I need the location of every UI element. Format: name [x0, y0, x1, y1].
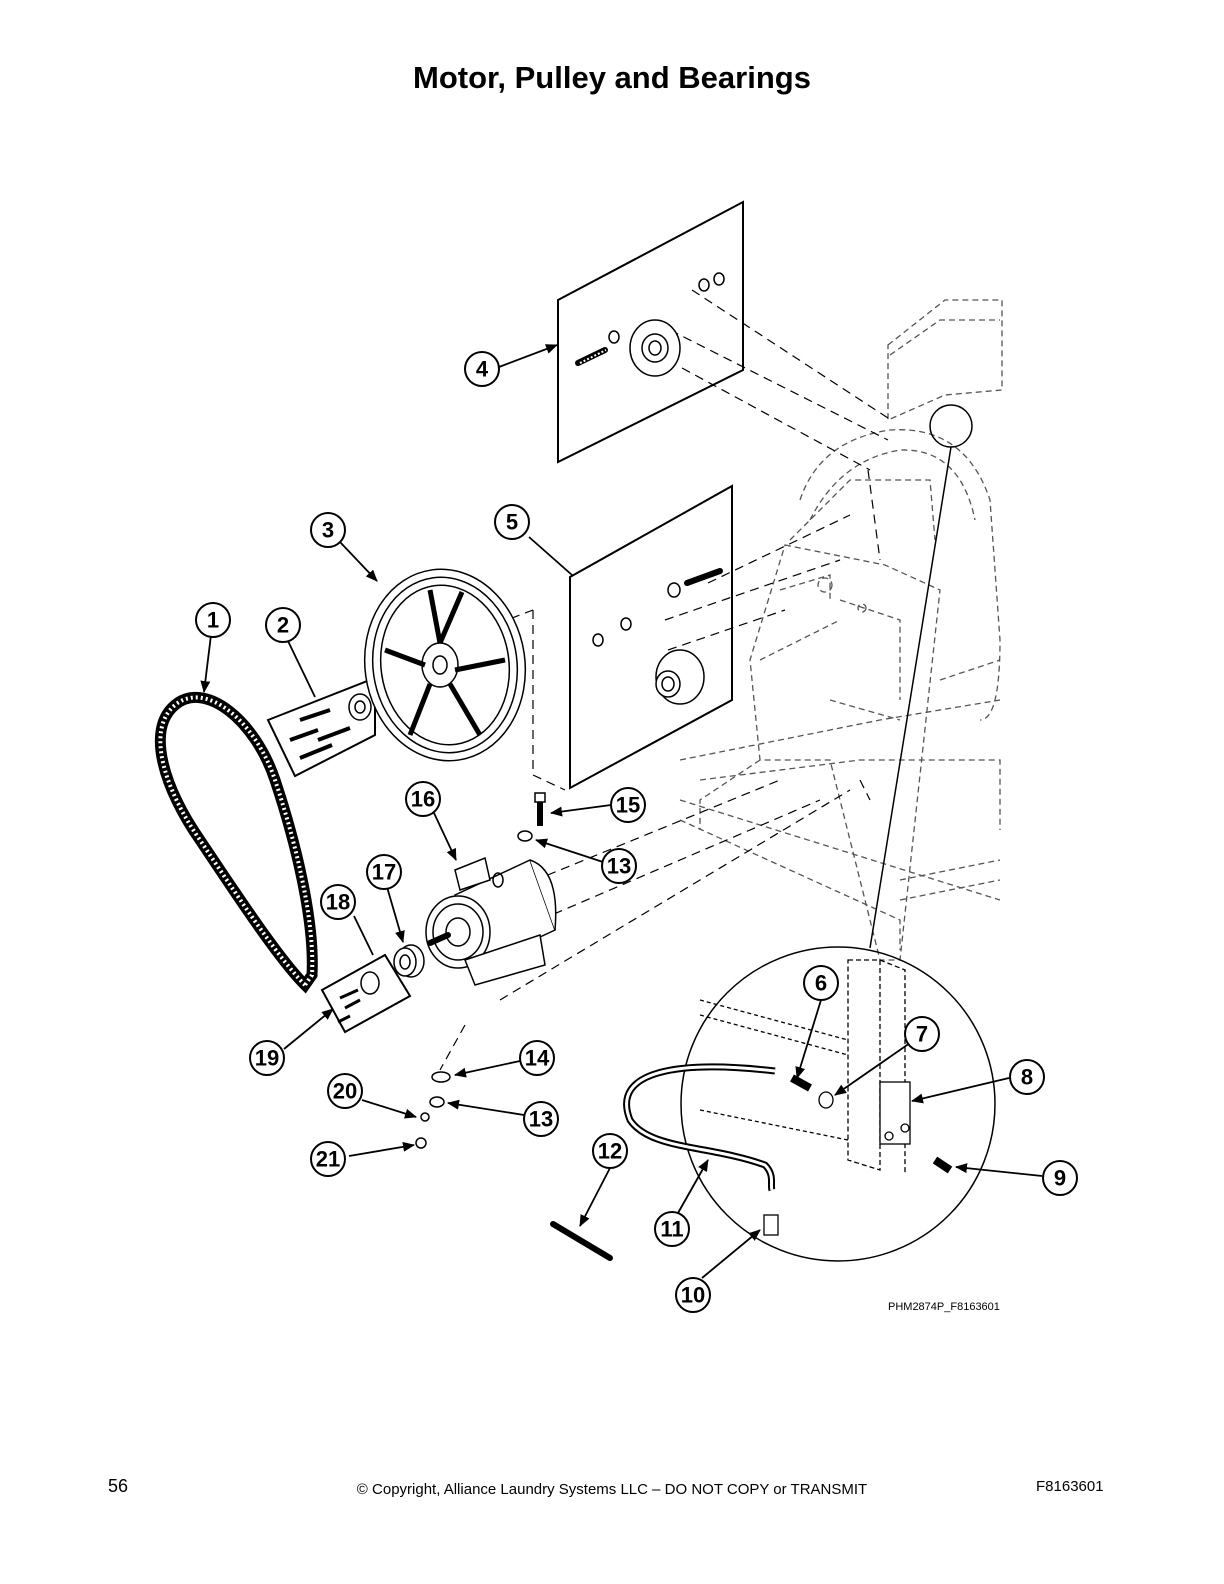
document-code: F8163601 [1036, 1478, 1104, 1495]
callout-5: 5 [494, 504, 530, 540]
copyright-notice: © Copyright, Alliance Laundry Systems LL… [356, 1481, 868, 1498]
svg-text:16: 16 [411, 787, 435, 812]
svg-text:18: 18 [326, 890, 350, 915]
svg-text:1: 1 [207, 608, 219, 633]
callout-12: 12 [592, 1133, 628, 1169]
taper-bushing [289, 693, 372, 760]
inset-box-18 [320, 953, 412, 1034]
svg-text:11: 11 [660, 1217, 683, 1242]
svg-text:21: 21 [316, 1147, 340, 1172]
callout-17: 17 [366, 854, 402, 890]
callout-7: 7 [904, 1016, 940, 1052]
svg-text:3: 3 [322, 518, 334, 543]
bearing-assembly-lower [592, 568, 723, 705]
svg-text:8: 8 [1021, 1065, 1033, 1090]
bearing-assembly-upper [575, 272, 725, 377]
callout-8: 8 [1009, 1059, 1045, 1095]
inset-box-5 [569, 484, 733, 790]
cable-tie [550, 1221, 613, 1261]
inset-box-2 [266, 676, 376, 778]
svg-text:13: 13 [529, 1107, 553, 1132]
inset-box-4 [557, 200, 744, 464]
svg-text:7: 7 [916, 1022, 928, 1047]
machine-frame [679, 299, 1003, 961]
svg-text:17: 17 [372, 860, 396, 885]
svg-text:20: 20 [333, 1079, 357, 1104]
motor-pulley [393, 944, 425, 978]
callout-3: 3 [310, 512, 346, 548]
callout-6: 6 [803, 965, 839, 1001]
callout-21: 21 [310, 1141, 346, 1177]
detail-highlight-circle [929, 404, 973, 448]
callout-19: 19 [249, 1040, 285, 1076]
svg-text:14: 14 [525, 1046, 550, 1071]
leader-lines [200, 344, 1043, 1279]
callout-16: 16 [405, 781, 441, 817]
drive-belt [154, 692, 318, 994]
svg-text:4: 4 [476, 357, 489, 382]
svg-text:13: 13 [607, 854, 631, 879]
page-title: Motor, Pulley and Bearings [413, 60, 811, 95]
assembly-guide-lines [439, 289, 889, 1071]
page-number: 56 [108, 1476, 129, 1496]
svg-text:9: 9 [1054, 1166, 1066, 1191]
callout-13-lower: 13 [523, 1101, 559, 1137]
drive-pulley-wheel [363, 568, 527, 762]
callout-2: 2 [265, 607, 301, 643]
callouts: 1 2 3 4 5 6 7 8 9 10 11 12 13 13 14 15 1… [195, 351, 1078, 1313]
callout-18: 18 [320, 884, 356, 920]
callout-15: 15 [610, 787, 646, 823]
callout-14: 14 [519, 1040, 555, 1076]
callout-10: 10 [675, 1277, 711, 1313]
callout-11: 11 [654, 1211, 690, 1247]
drawing-id: PHM2874P_F8163601 [888, 1301, 1000, 1313]
fastener-parts-lower [415, 1071, 451, 1149]
detail-view-circle [680, 446, 996, 1262]
svg-text:19: 19 [255, 1046, 279, 1071]
svg-text:6: 6 [815, 971, 827, 996]
svg-text:15: 15 [616, 793, 640, 818]
svg-text:10: 10 [681, 1283, 705, 1308]
callout-13-upper: 13 [601, 848, 637, 884]
callout-9: 9 [1042, 1160, 1078, 1196]
drive-motor [425, 856, 557, 986]
callout-1: 1 [195, 602, 231, 638]
motor-bushing-parts [337, 971, 380, 1024]
svg-text:12: 12 [598, 1139, 622, 1164]
mounting-bolt [534, 792, 546, 826]
washer-13-upper [517, 830, 533, 842]
svg-text:2: 2 [277, 613, 289, 638]
callout-20: 20 [327, 1073, 363, 1109]
callout-4: 4 [464, 351, 500, 387]
detail-view-contents [623, 959, 953, 1236]
svg-text:5: 5 [506, 510, 518, 535]
